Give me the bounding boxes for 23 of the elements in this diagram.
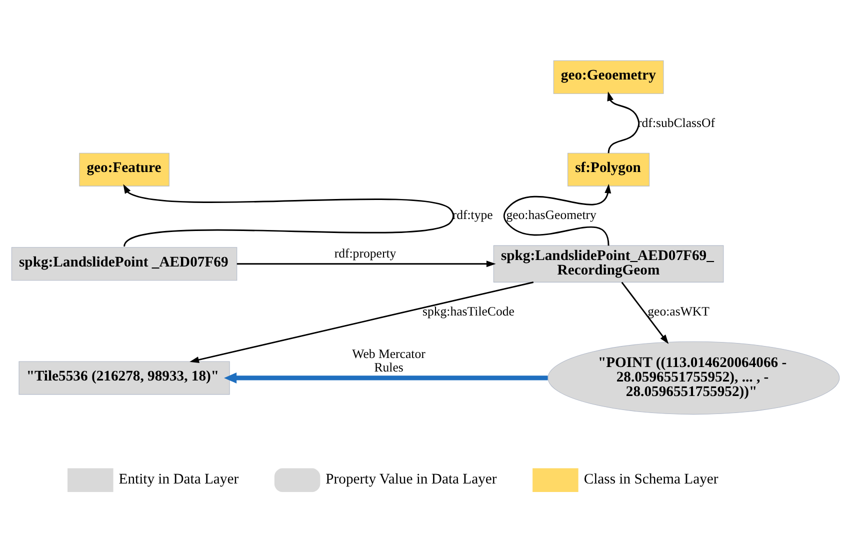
arrow — [503, 184, 612, 246]
node-box: spkg:LandslidePoint _AED07F69 — [11, 247, 238, 281]
edge-label: geo:hasGeometry — [506, 208, 596, 222]
node-box: geo:Feature — [79, 152, 170, 186]
arrow — [607, 91, 640, 154]
legend-label: Property Value in Data Layer — [326, 472, 497, 488]
edge-label: geo:asWKT — [648, 304, 710, 318]
arrow — [621, 282, 669, 344]
node-box: spkg:LandslidePoint_AED07F69_ RecordingGeom — [493, 245, 724, 282]
arrow — [123, 184, 454, 247]
legend-label: Class in Schema Layer — [584, 472, 718, 488]
legend-label: Entity in Data Layer — [118, 472, 239, 488]
node-box: sf:Polygon — [568, 152, 650, 186]
edge-label: rdf:type — [452, 208, 493, 222]
edge-label: spkg:hasTileCode — [422, 304, 514, 318]
node-ellipse: "POINT ((113.014620064066 - 28.0596551755952), ... , - 28.0596551755952))" — [548, 341, 840, 415]
arrow — [190, 282, 534, 363]
edge-label: rdf:property — [334, 246, 396, 261]
node-box: geo:Geoemetry — [553, 60, 664, 94]
edge-label: Web Mercator Rules — [352, 346, 426, 375]
node-box: "Tile5536 (216278, 98933, 18)" — [18, 361, 230, 395]
arrow — [236, 260, 496, 268]
arrow — [224, 372, 548, 384]
